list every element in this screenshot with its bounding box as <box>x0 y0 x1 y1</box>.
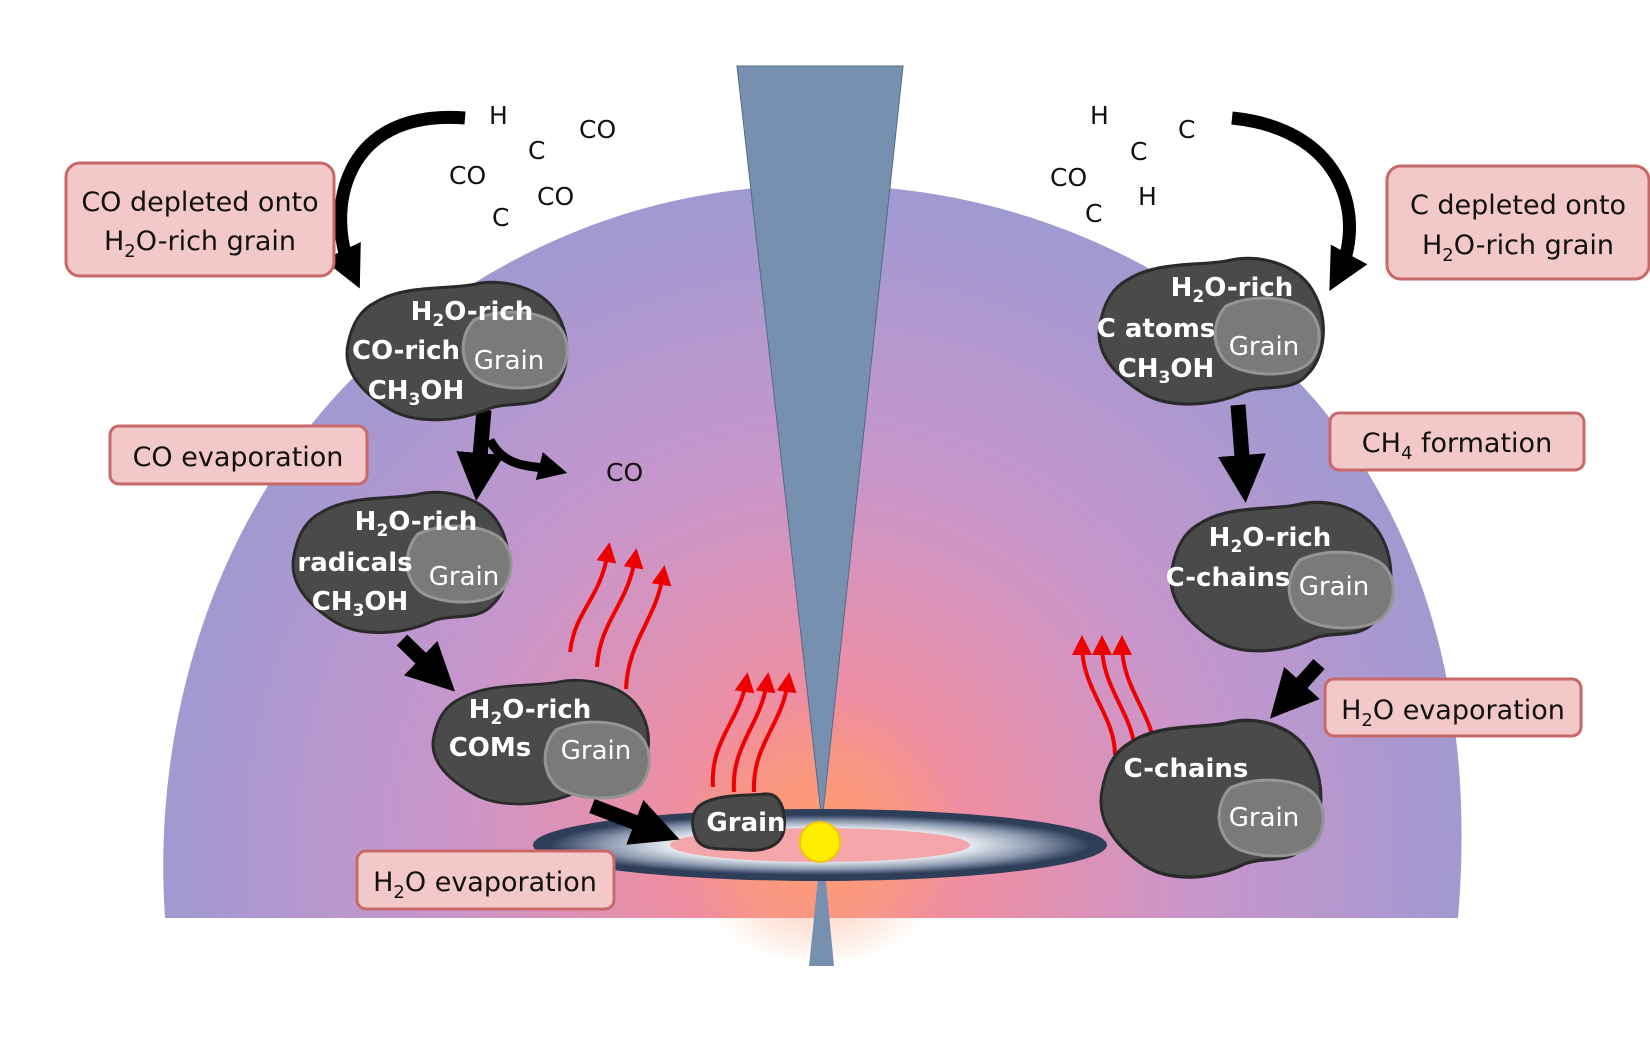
arrow-left1-to-left2 <box>456 409 505 501</box>
svg-text:H2O-rich: H2O-rich <box>1171 273 1294 307</box>
svg-text:CH3OH: CH3OH <box>368 376 465 410</box>
heat-arrow <box>568 542 617 653</box>
heat-arrow <box>751 672 797 793</box>
svg-text:H2O-rich grain: H2O-rich grain <box>104 226 296 262</box>
svg-text:radicals: radicals <box>297 548 412 578</box>
molecule: C <box>528 136 545 165</box>
svg-text:CO evaporation: CO evaporation <box>133 442 344 473</box>
grain-right3: C-chains Grain <box>1099 718 1325 879</box>
protostar <box>799 821 841 863</box>
heat-arrow <box>624 565 672 690</box>
molecule: H <box>489 101 508 130</box>
gas-molecules-right: H C C CO H C <box>1050 101 1195 228</box>
arrow-left2-to-left3 <box>396 634 456 692</box>
co-released-label: CO <box>606 458 643 487</box>
svg-text:Grain: Grain <box>1229 332 1299 362</box>
molecule: C <box>492 203 509 232</box>
heat-arrow <box>710 672 755 788</box>
svg-text:C-chains: C-chains <box>1166 563 1291 593</box>
svg-text:Grain: Grain <box>1229 803 1299 833</box>
molecule: C <box>1085 199 1102 228</box>
depletion-arrow-right <box>1231 111 1368 292</box>
svg-text:C-chains: C-chains <box>1124 754 1249 784</box>
grain-left1: H2O-rich CO-rich CH3OH Grain <box>345 280 569 422</box>
depletion-arrow-left <box>323 110 466 289</box>
grain-left3: H2O-rich COMs Grain <box>431 678 651 806</box>
svg-text:CO-rich: CO-rich <box>352 336 460 366</box>
svg-text:H2O-rich grain: H2O-rich grain <box>1422 230 1614 266</box>
box-c-depleted: C depleted onto H2O-rich grain <box>1385 164 1650 281</box>
svg-text:CO depleted onto: CO depleted onto <box>81 187 318 218</box>
outflow-cone-lower <box>809 840 834 966</box>
svg-text:C depleted onto: C depleted onto <box>1410 190 1626 221</box>
molecule: CO <box>537 182 574 211</box>
grain-left2: H2O-rich radicals CH3OH Grain <box>291 490 513 635</box>
svg-text:Grain: Grain <box>561 736 631 766</box>
arrow-right1-to-right2 <box>1217 404 1266 503</box>
svg-text:Grain: Grain <box>1299 572 1369 602</box>
svg-text:CH4 formation: CH4 formation <box>1362 428 1552 464</box>
svg-text:Grain: Grain <box>429 562 499 592</box>
svg-text:H2O-rich: H2O-rich <box>469 695 592 729</box>
svg-text:Grain: Grain <box>706 808 785 838</box>
molecule: CO <box>449 161 486 190</box>
heat-arrow <box>731 672 776 793</box>
heat-arrow <box>595 548 644 668</box>
svg-text:CH3OH: CH3OH <box>312 587 409 621</box>
box-ch4-formation: CH4 formation <box>1328 411 1586 472</box>
svg-text:H2O-rich: H2O-rich <box>1209 523 1332 557</box>
svg-text:COMs: COMs <box>449 733 532 763</box>
molecule: C <box>1130 137 1147 166</box>
grain-right2: H2O-rich C-chains Grain <box>1166 500 1395 653</box>
arrow-right2-to-right3 <box>1269 658 1325 719</box>
molecule: H <box>1138 182 1157 211</box>
outflow-cone-upper <box>736 65 904 823</box>
arrow-left3-to-bare-grain <box>589 798 680 845</box>
box-co-depleted: CO depleted onto H2O-rich grain <box>64 161 336 278</box>
molecule: H <box>1090 101 1109 130</box>
molecule: CO <box>579 115 616 144</box>
process-arrows <box>396 404 1325 845</box>
svg-text:Grain: Grain <box>474 346 544 376</box>
box-h2o-evaporation-right: H2O evaporation <box>1323 677 1583 738</box>
molecule: CO <box>1050 163 1087 192</box>
grain-right1: H2O-rich C atoms CH3OH Grain <box>1097 256 1325 406</box>
svg-text:CH3OH: CH3OH <box>1118 354 1215 388</box>
svg-text:H2O evaporation: H2O evaporation <box>373 867 597 903</box>
heat-arrow <box>1072 635 1117 756</box>
box-co-evaporation: CO evaporation <box>108 424 369 486</box>
bare-grain: Grain <box>691 792 786 852</box>
molecule: C <box>1178 115 1195 144</box>
svg-text:H2O-rich: H2O-rich <box>355 507 478 541</box>
svg-text:H2O evaporation: H2O evaporation <box>1341 695 1565 731</box>
gas-molecules-left: H C CO CO CO C <box>449 101 616 232</box>
box-h2o-evaporation-left: H2O evaporation <box>355 849 616 911</box>
svg-text:C atoms: C atoms <box>1097 314 1216 344</box>
arrow-co-release <box>485 437 568 481</box>
svg-text:H2O-rich: H2O-rich <box>411 297 534 331</box>
